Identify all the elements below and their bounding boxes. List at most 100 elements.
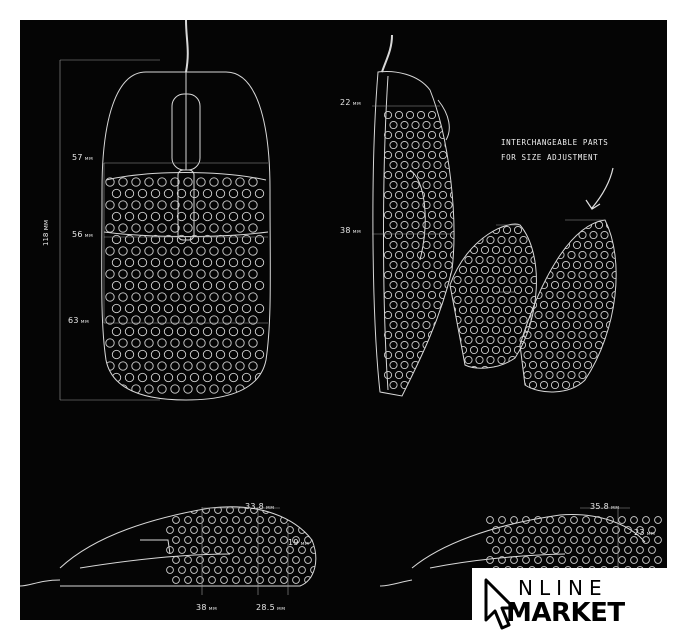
vent-hole	[438, 250, 448, 260]
vent-hole	[215, 280, 226, 291]
vent-hole	[600, 310, 609, 320]
vent-hole	[196, 315, 206, 325]
vent-hole	[513, 245, 523, 255]
vent-hole	[170, 338, 180, 348]
vent-hole	[600, 546, 608, 554]
vent-hole	[508, 275, 517, 285]
vent-hole	[196, 361, 206, 371]
vent-hole	[232, 556, 240, 564]
vent-hole	[124, 188, 135, 199]
vent-hole	[226, 566, 234, 574]
vent-hole	[427, 210, 437, 220]
vent-hole	[486, 516, 494, 524]
vent-hole	[567, 350, 576, 360]
vent-hole	[578, 330, 587, 340]
vent-hole	[427, 190, 437, 200]
vent-hole	[502, 365, 512, 369]
vent-hole	[469, 345, 479, 355]
vent-hole	[508, 335, 517, 345]
vent-hole	[220, 536, 228, 544]
vent-hole	[244, 556, 252, 564]
vent-hole	[183, 269, 193, 279]
vent-hole	[389, 160, 398, 170]
vent-hole	[118, 315, 128, 325]
vent-hole	[166, 526, 174, 534]
vent-hole	[433, 300, 442, 310]
vent-hole	[238, 546, 246, 554]
vent-hole	[298, 566, 306, 574]
vent-hole	[196, 177, 206, 187]
vent-hole	[405, 330, 415, 340]
vent-hole	[605, 300, 615, 310]
vent-hole	[578, 270, 587, 280]
vent-hole	[611, 270, 617, 280]
vent-hole	[163, 188, 174, 199]
vent-hole	[578, 250, 587, 260]
vent-hole	[576, 546, 584, 554]
vent-hole	[582, 536, 590, 544]
vent-hole	[594, 380, 604, 390]
vent-hole	[449, 210, 454, 220]
vent-hole	[241, 303, 252, 314]
vent-hole	[124, 303, 135, 314]
vent-hole	[564, 526, 572, 534]
vent-hole	[618, 516, 626, 524]
vent-hole	[235, 177, 245, 187]
vent-hole	[539, 380, 549, 390]
vent-hole	[422, 140, 431, 150]
vent-hole	[545, 230, 554, 240]
vent-hole	[458, 285, 468, 295]
vent-hole	[208, 576, 216, 584]
vent-hole	[550, 380, 560, 390]
vent-hole	[534, 556, 542, 564]
vent-hole	[416, 370, 426, 380]
vent-hole	[528, 340, 538, 350]
vent-hole	[150, 234, 161, 245]
vent-hole	[389, 320, 398, 330]
vent-hole	[196, 576, 204, 584]
vent-hole	[535, 305, 537, 315]
vent-hole	[444, 240, 453, 250]
vent-hole	[561, 340, 571, 350]
vent-hole	[450, 285, 457, 295]
vent-hole	[196, 200, 206, 210]
vent-hole	[189, 280, 200, 291]
vent-hole	[405, 250, 415, 260]
vent-hole	[250, 506, 258, 514]
vent-hole	[411, 340, 420, 350]
vent-hole	[513, 285, 523, 295]
vent-hole	[572, 360, 582, 370]
vent-hole	[504, 526, 512, 534]
vent-hole	[150, 326, 161, 337]
vent-hole	[228, 211, 239, 222]
vent-hole	[530, 335, 537, 345]
vent-hole	[411, 180, 420, 190]
vent-hole	[394, 150, 404, 160]
vent-hole	[427, 130, 437, 140]
vent-hole	[556, 270, 565, 280]
vent-hole	[202, 349, 213, 360]
vent-hole	[508, 295, 517, 305]
vent-hole	[449, 230, 454, 240]
vent-hole	[394, 350, 404, 360]
vent-hole	[176, 349, 187, 360]
vent-hole	[458, 305, 468, 315]
vent-hole	[202, 566, 210, 574]
vent-hole	[600, 290, 609, 300]
note-line-2: FOR SIZE ADJUSTMENT	[501, 153, 599, 162]
vent-hole	[444, 320, 453, 330]
vent-hole	[184, 556, 192, 564]
vent-hole	[235, 223, 245, 233]
vent-hole	[111, 234, 122, 245]
vent-hole	[583, 360, 593, 370]
vent-hole	[578, 290, 587, 300]
vent-hole	[534, 516, 542, 524]
vent-hole	[400, 260, 409, 270]
vent-hole	[383, 250, 393, 260]
vent-hole	[606, 556, 614, 564]
vent-hole	[422, 120, 431, 130]
vent-hole	[228, 372, 239, 383]
vent-hole	[630, 536, 638, 544]
